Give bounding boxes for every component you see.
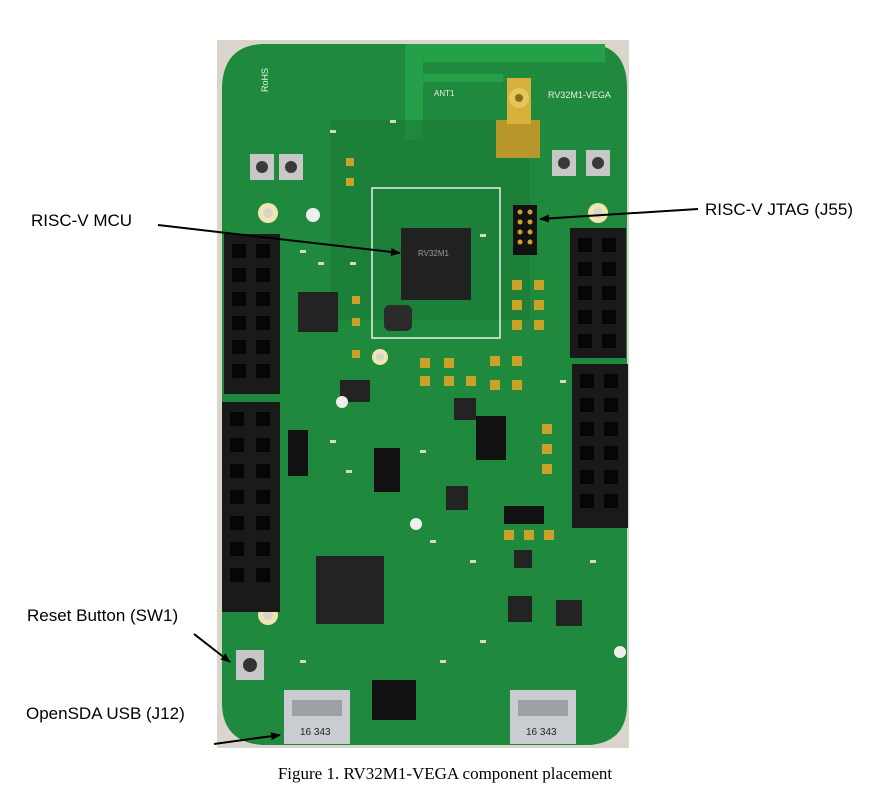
rohs-silk: RoHS (260, 68, 270, 92)
usb-right: 16 343 (510, 690, 576, 744)
antenna-trace (405, 44, 423, 140)
right-header-top (570, 228, 626, 358)
reset-button (236, 650, 264, 680)
white-components (306, 208, 626, 658)
callout-label-jtag: RISC-V JTAG (J55) (705, 200, 853, 219)
callout-label-mcu: RISC-V MCU (31, 211, 133, 230)
board-name-silk: RV32M1-VEGA (548, 90, 611, 100)
left-header-top (224, 234, 280, 394)
callout-arrow-usb (213, 732, 281, 745)
usb-right-marking: 16 343 (526, 727, 557, 738)
sma-connector (496, 78, 540, 158)
mcu-marking: RV32M1 (418, 249, 450, 258)
push-buttons (250, 150, 610, 180)
middle-pin-headers (288, 416, 544, 524)
opensda-chip (316, 556, 384, 624)
smd-components (300, 120, 596, 663)
callout-label-usb: OpenSDA USB (J12) (26, 704, 185, 723)
figure-caption: Figure 1. RV32M1-VEGA component placemen… (277, 764, 613, 783)
usb-left-marking: 16 343 (300, 727, 331, 738)
usb-left: 16 343 (284, 690, 350, 744)
right-header-bottom (572, 364, 628, 528)
small-ics (298, 292, 582, 626)
callout-arrow-jtag (539, 208, 699, 223)
mcu-chip: RV32M1 (371, 187, 501, 339)
left-header-bottom (222, 402, 280, 612)
gold-pads (346, 158, 554, 540)
bottom-jumper (372, 680, 416, 720)
antenna-trace-h (423, 74, 503, 82)
antenna-trace-top (405, 44, 605, 62)
jtag-header (513, 205, 537, 255)
ant-silk: ANT1 (434, 89, 455, 98)
callout-arrow-reset (193, 633, 231, 663)
mounting-holes (258, 203, 608, 625)
callout-arrow-mcu (157, 224, 401, 256)
callout-label-reset: Reset Button (SW1) (27, 606, 179, 625)
